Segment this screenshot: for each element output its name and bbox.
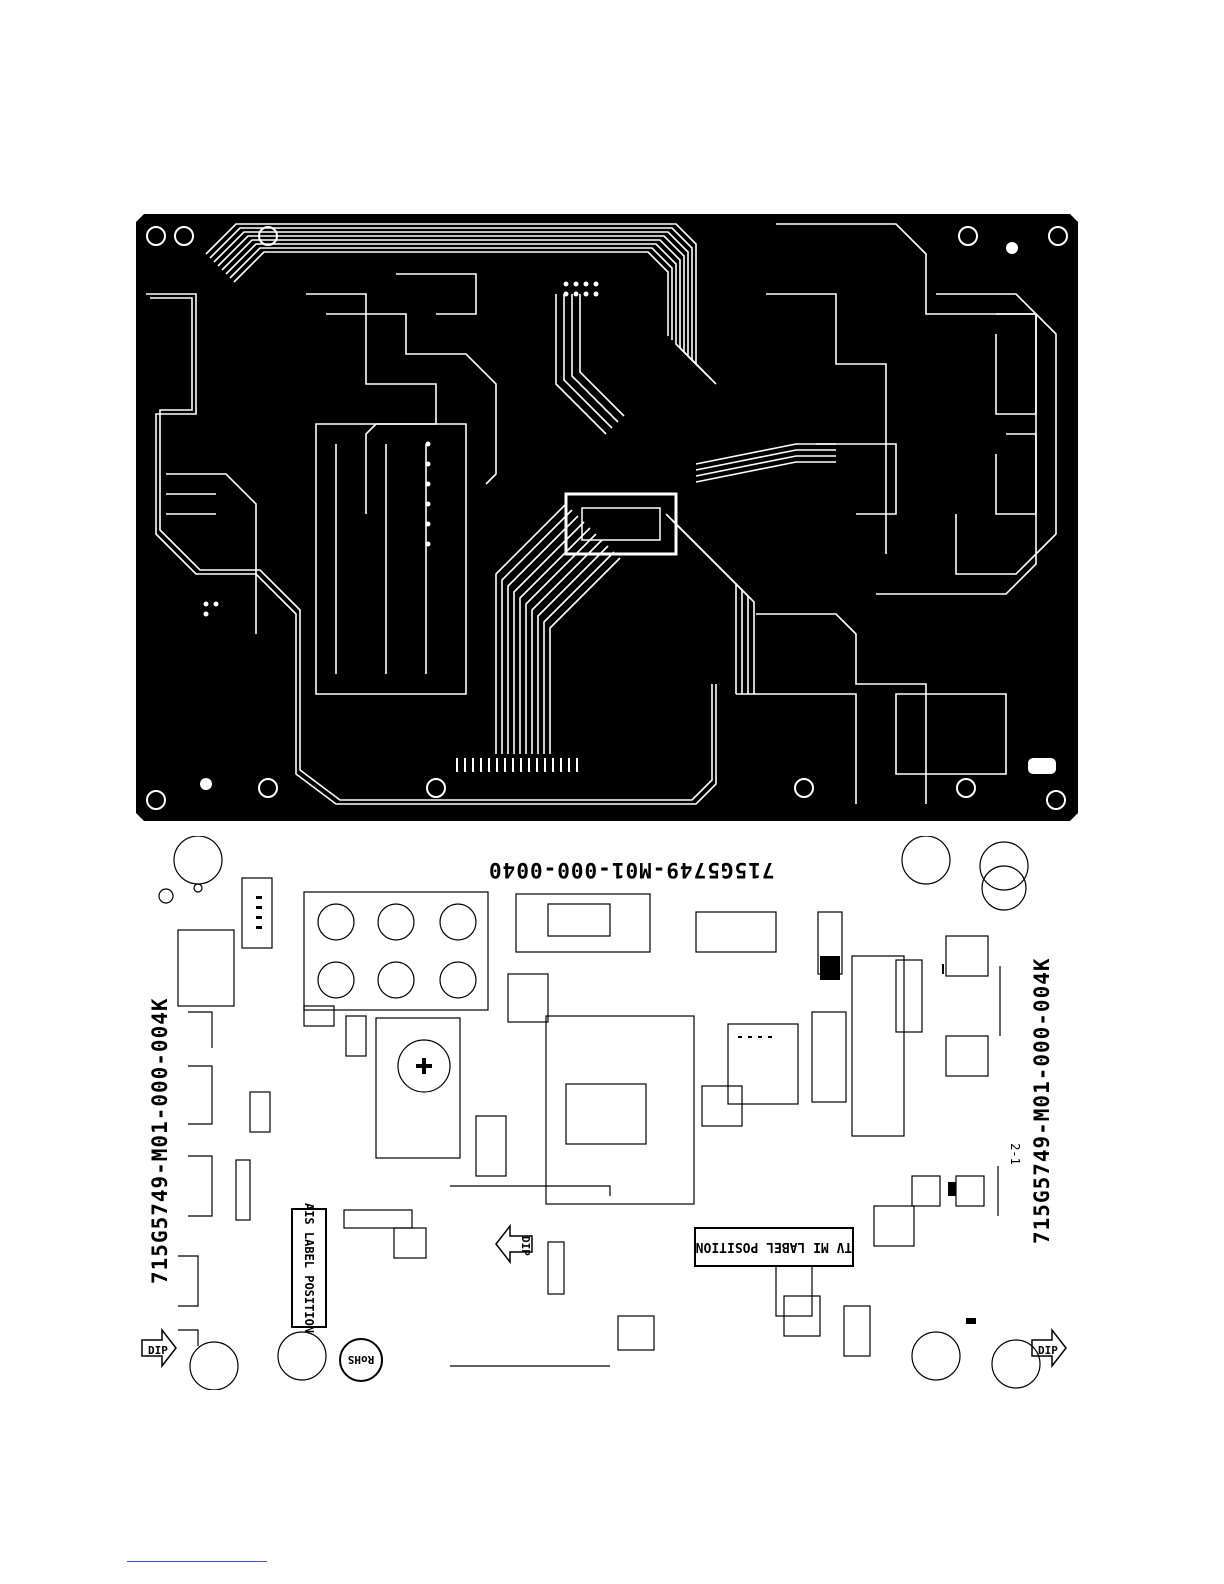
- tv-mi-label-position-box: TV MI LABEL POSITION: [694, 1227, 854, 1267]
- dip-label-right: DIP: [1038, 1344, 1058, 1357]
- version-mark: 2-1: [1008, 1143, 1022, 1165]
- ais-label-text: AIS LABEL POSITION: [302, 1203, 316, 1333]
- dip-label-left: DIP: [148, 1344, 168, 1357]
- board-part-number-top: 715G5749-M01-000-0040: [488, 858, 775, 882]
- pcb-silkscreen-layer: DIP DIP DIP: [136, 836, 1078, 1390]
- footer-rule: [127, 1561, 267, 1562]
- dip-label-center: DIP: [519, 1236, 532, 1256]
- tv-mi-label-text: TV MI LABEL POSITION: [696, 1240, 853, 1255]
- board-part-number-right: 715G5749-M01-000-004K: [1030, 957, 1054, 1244]
- ais-label-position-box: AIS LABEL POSITION: [291, 1208, 327, 1328]
- pcb-copper-layer: [136, 214, 1078, 821]
- rohs-mark: RoHS: [339, 1338, 383, 1382]
- board-part-number-left: 715G5749-M01-000-004K: [148, 997, 172, 1284]
